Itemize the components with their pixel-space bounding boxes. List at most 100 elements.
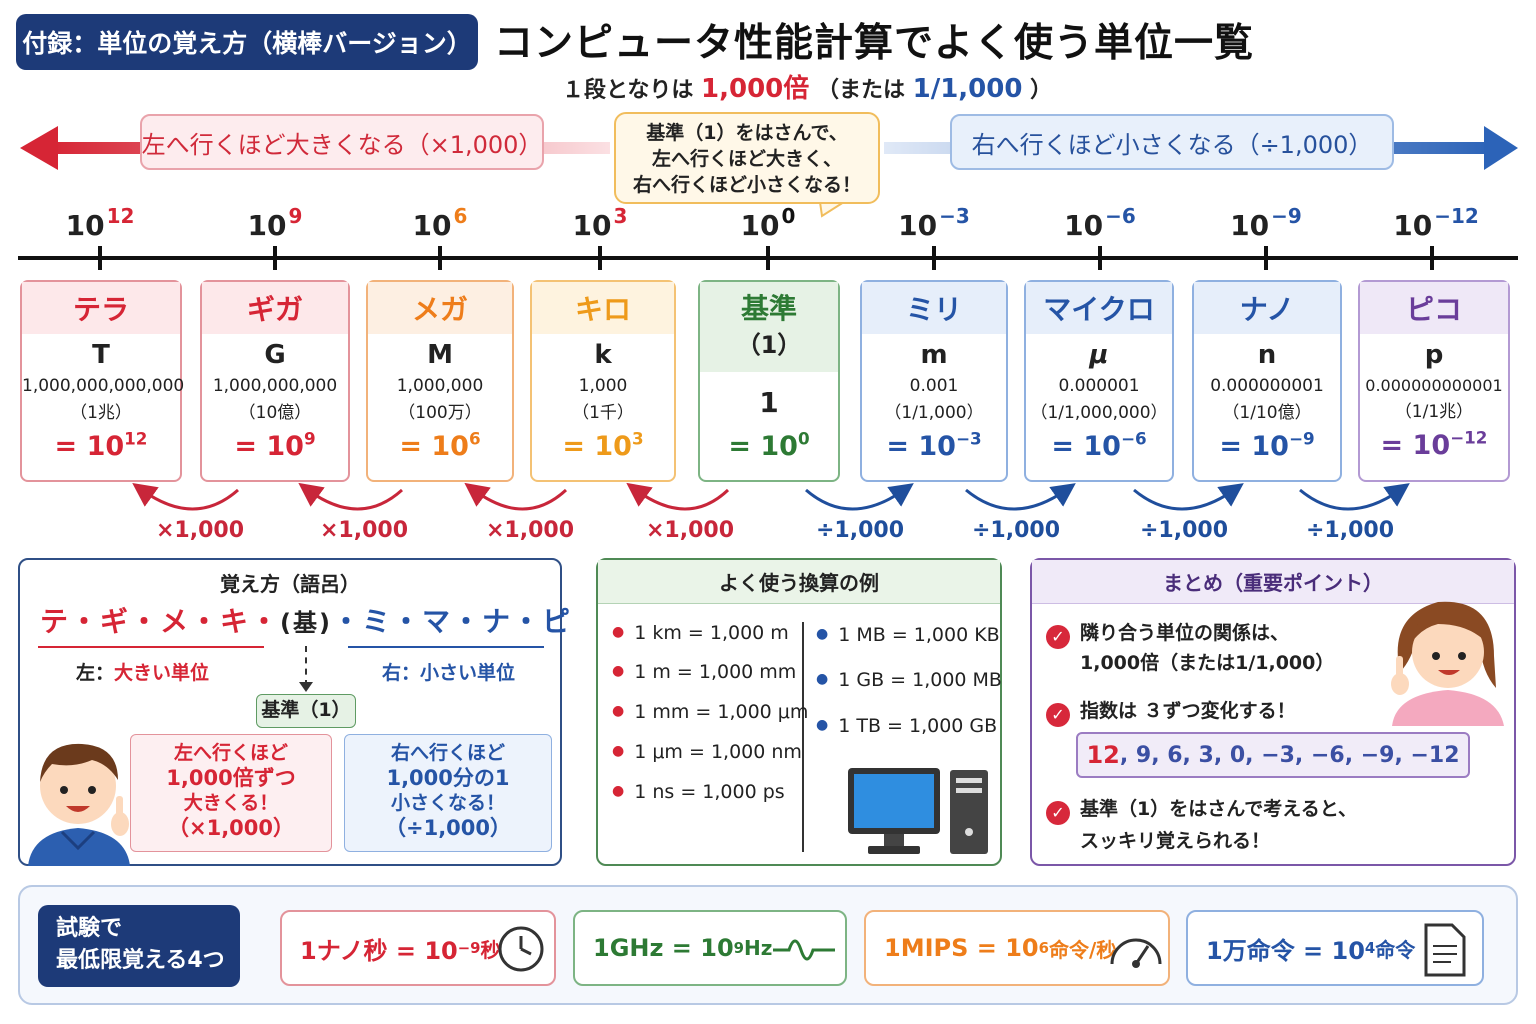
left-underline [38,646,264,648]
subtitle-mid: （または [816,78,905,103]
left-direction-label: 左へ行くほど大きくなる（×1,000） [140,114,544,170]
tick-marks [98,246,1434,270]
multiplier-label: ×1,000 [319,518,409,543]
unit-name: ナノ [1194,282,1340,334]
exponent-sequence: 12, 9, 6, 3, 0, −3, −6, −9, −12 [1076,732,1470,778]
page-title: コンピュータ性能計算でよく使う単位一覧 [494,21,1255,66]
multiplier-label: ×1,000 [485,518,575,543]
unit-kanji: （1/1,000,000） [1030,403,1168,423]
multiplier-label: ×1,000 [645,518,735,543]
unit-power: = 10−9 [1219,428,1315,462]
unit-card-kilo: キロ k 1,000 （1千） = 103 [530,280,676,482]
unit-symbol: M [427,340,453,370]
unit-kanji: （10億） [238,403,312,423]
unit-value: 1 [759,386,779,419]
curve-arrow-right [805,483,914,511]
curve-arrow-right [1299,483,1410,511]
curve-arrow-left [132,483,239,511]
unit-card-micro: マイクロ μ 0.000001 （1/1,000,000） = 10−6 [1024,280,1174,482]
bubble-line: 左へ行くほど大きく、 [651,148,842,170]
check-icon: ✓ [1046,625,1070,649]
summary-point: ✓指数は ３ずつ変化する！ [1046,696,1296,727]
unit-card-milli: ミリ m 0.001 （1/1,000） = 10−3 [860,280,1008,482]
scale-label-micro: 10−6 [1064,204,1136,242]
unit-symbol: G [264,340,286,370]
summary-title: まとめ（重要ポイント） [1032,560,1514,604]
unit-card-pico: ピコ p 0.000000000001 （1/1兆） = 10−12 [1358,280,1510,482]
unit-name: テラ [22,282,180,334]
exam-fact-nanosecond: 1ナノ秒 = 10−9 秒 [280,910,556,986]
speedometer-icon [1110,938,1162,968]
scale-label-nano: 10−9 [1230,204,1302,242]
curve-arrow-right [965,483,1076,511]
base-arrow-head [299,682,313,692]
unit-card-base: 基準 （1） 1 = 100 [698,280,840,482]
unit-name: メガ [368,282,512,334]
unit-name: 基準 [740,292,797,325]
unit-name: マイクロ [1026,282,1172,334]
summary-point: ✓基準（1）をはさんで考えると、 [1046,794,1357,825]
mnemonic-mid: (基) [280,609,332,637]
center-speech-bubble: 基準（1）をはさんで、 左へ行くほど大きく、 右へ行くほど小さくなる！ [614,112,880,204]
unit-value: 1,000 [578,376,628,396]
unit-symbol: p [1424,340,1444,370]
unit-card-nano: ナノ n 0.000000001 （1/10億） = 10−9 [1192,280,1342,482]
summary-point-cont: 1,000倍（または1/1,000） [1080,652,1335,674]
curve-arrow-left [626,482,730,511]
unit-symbol: μ [1089,340,1109,370]
unit-symbol: m [920,340,948,370]
unit-card-tera: テラ T 1,000,000,000,000 （1兆） = 1012 [20,280,184,482]
wave-icon [773,939,835,961]
examples-divider [802,622,804,852]
curve-arrow-right [1133,483,1244,511]
exam-badge: 試験で 最低限覚える4つ [38,905,240,987]
summary-panel: まとめ（重要ポイント） ✓隣り合う単位の関係は、 1,000倍（または1/1,0… [1030,558,1516,866]
girl-character-illustration [1391,601,1504,726]
mnemonic-left: テ・ギ・メ・キ・ [40,605,281,638]
subtitle-post: ） [1030,78,1053,103]
curve-arrow-left [464,482,568,511]
unit-kanji: （1/1,000） [884,403,984,423]
unit-symbol: k [594,340,612,370]
example-item: ●1 ns = 1,000 ps [612,781,785,803]
unit-value: 0.000001 [1058,376,1140,396]
unit-card-mega: メガ M 1,000,000 （100万） = 106 [366,280,514,482]
mnemonic-phrase: テ・ギ・メ・キ・(基)・ミ・マ・ナ・ピ [40,600,572,640]
unit-name: ギガ [202,282,348,334]
unit-kanji: （1/1兆） [1394,402,1474,422]
page-subtitle: １段となりは 1,000倍 （または 1/1,000 ） [562,68,1052,105]
unit-kanji: （100万） [398,403,482,423]
divider-label: ÷1,000 [1305,518,1395,543]
unit-power: = 10−12 [1380,427,1488,461]
unit-power: = 109 [234,428,316,462]
summary-point-cont: スッキリ覚えられる！ [1080,830,1271,852]
check-icon: ✓ [1046,703,1070,727]
left-explain-box: 左へ行くほど 1,000倍ずつ 大きくる！ （×1,000） [130,734,332,852]
unit-power: = 10−3 [886,428,982,462]
base-dashed-arrow [305,646,307,686]
divider-label: ÷1,000 [1139,518,1229,543]
example-item: ●1 km = 1,000 m [612,622,789,644]
multiplier-label: ×1,000 [155,518,245,543]
subtitle-blue: 1/1,000 [912,74,1023,104]
example-item: ●1 m = 1,000 mm [612,661,797,683]
left-caption: 左：大きい単位 [76,662,210,684]
base-label: 基準（1） [256,694,356,728]
multiplier-arrows [132,482,1410,511]
left-arrow-head [20,126,58,170]
clock-icon [498,926,544,972]
divider-label: ÷1,000 [971,518,1061,543]
example-item: ●1 TB = 1,000 GB [816,715,998,737]
unit-power: = 10−6 [1051,428,1147,462]
example-item: ●1 MB = 1,000 KB [816,624,1000,646]
subtitle-pre: １段となりは [562,78,694,103]
examples-panel: よく使う換算の例 ●1 km = 1,000 m ●1 m = 1,000 mm… [596,558,1002,866]
unit-card-giga: ギガ G 1,000,000,000 （10億） = 109 [200,280,350,482]
